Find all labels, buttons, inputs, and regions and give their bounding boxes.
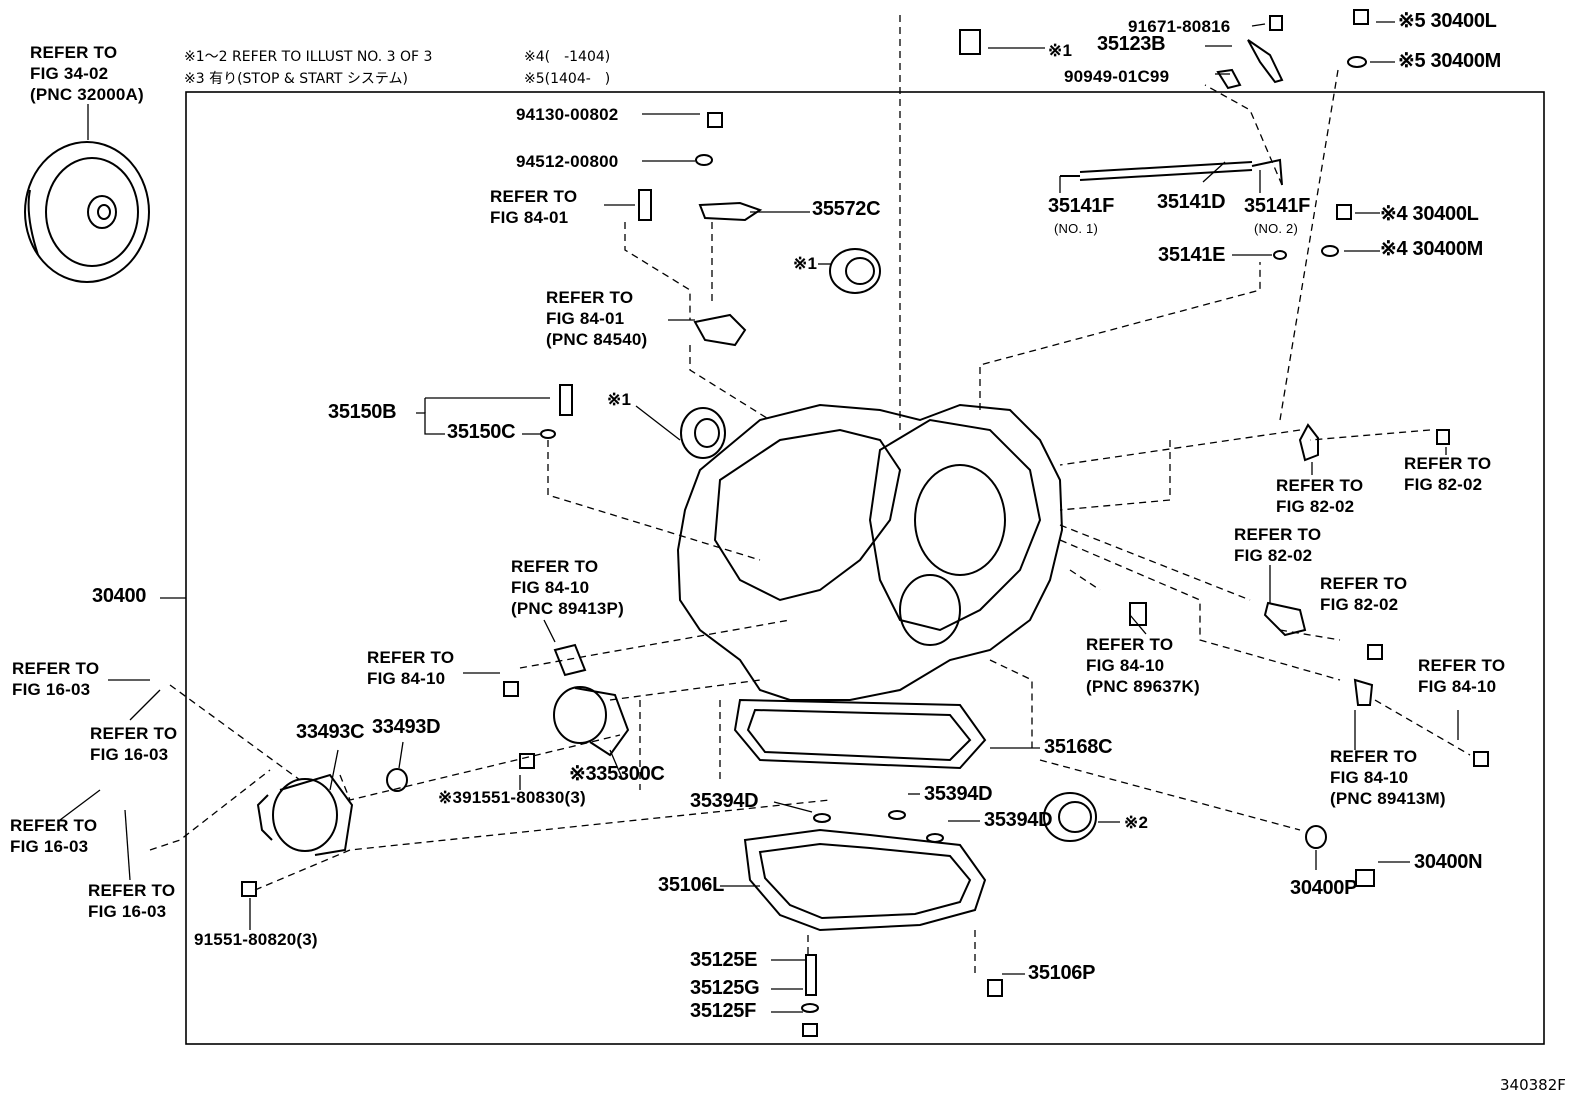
part-35168c[interactable]: 35168C: [1044, 736, 1113, 758]
part-91551-80820[interactable]: 91551-80820(3): [194, 930, 318, 949]
part-35141f-no2[interactable]: 35141F: [1244, 195, 1311, 217]
part-35572c[interactable]: 35572C: [812, 198, 881, 220]
mark-1-top: ※1: [1048, 41, 1073, 60]
torque-converter-drawing: [24, 141, 150, 283]
part-35141f-no2-sub: (NO. 2): [1254, 221, 1299, 236]
part-35141e[interactable]: 35141E: [1158, 244, 1226, 266]
ref-fig-82-02-b[interactable]: REFER TO FIG 82-02: [1404, 454, 1492, 494]
part-91671-80816[interactable]: 91671-80816: [1128, 17, 1231, 36]
ref-fig-34-02[interactable]: REFER TO FIG 34-02 (PNC 32000A): [30, 43, 144, 104]
ref-fig-84-01-a[interactable]: REFER TO FIG 84-01: [490, 187, 578, 227]
part-30400m-mark5[interactable]: ※5 30400M: [1398, 50, 1502, 72]
ref-fig-82-02-a[interactable]: REFER TO FIG 82-02: [1276, 476, 1364, 516]
ref-fig-16-03-a[interactable]: REFER TO FIG 16-03: [12, 659, 100, 699]
part-30400l-mark4[interactable]: ※4 30400L: [1380, 203, 1479, 225]
part-91551-80830[interactable]: ※391551-80830(3): [438, 788, 586, 807]
ref-fig-84-10-d[interactable]: REFER TO FIG 84-10: [1418, 656, 1506, 696]
bolts-drawing: [241, 9, 1489, 1037]
dipstick-tube-drawing: [1060, 158, 1283, 186]
part-35141f-no1[interactable]: 35141F: [1048, 195, 1115, 217]
part-35125f[interactable]: 35125F: [690, 1000, 757, 1022]
ref-fig-84-10-e[interactable]: REFER TO FIG 84-10 (PNC 89413M): [1330, 747, 1446, 808]
illustration-code: 340382F: [1500, 1076, 1566, 1094]
note-ref-illust: ※1～2 REFER TO ILLUST NO. 3 OF 3: [184, 49, 433, 65]
part-35300c[interactable]: ※335300C: [569, 763, 665, 785]
ref-fig-84-01-b[interactable]: REFER TO FIG 84-01 (PNC 84540): [546, 288, 648, 349]
part-30400l-mark5[interactable]: ※5 30400L: [1398, 10, 1497, 32]
brackets-drawing: [553, 39, 1374, 843]
part-30400p[interactable]: 30400P: [1290, 877, 1358, 899]
part-35394d-a[interactable]: 35394D: [690, 790, 759, 812]
assembly-frame: [185, 91, 1545, 1045]
note-mark5: ※5(1404- ): [524, 71, 611, 87]
ref-fig-84-10-a[interactable]: REFER TO FIG 84-10 (PNC 89413P): [511, 557, 624, 618]
mark-2: ※2: [1124, 813, 1149, 832]
part-35394d-b[interactable]: 35394D: [924, 783, 993, 805]
ref-fig-16-03-c[interactable]: REFER TO FIG 16-03: [10, 816, 98, 856]
part-90949-01c99[interactable]: 90949-01C99: [1064, 67, 1170, 86]
ref-fig-16-03-d[interactable]: REFER TO FIG 16-03: [88, 881, 176, 921]
dashed-guide-lines: [149, 15, 1471, 975]
part-35106l[interactable]: 35106L: [658, 874, 725, 896]
part-35150b[interactable]: 35150B: [328, 401, 397, 423]
ref-fig-16-03-b[interactable]: REFER TO FIG 16-03: [90, 724, 178, 764]
part-35141f-no1-sub: (NO. 1): [1054, 221, 1099, 236]
ref-fig-84-10-b[interactable]: REFER TO FIG 84-10: [367, 648, 455, 688]
mark-1-b: ※1: [607, 390, 632, 409]
part-30400m-mark4[interactable]: ※4 30400M: [1380, 238, 1484, 260]
oil-cooler-drawing: [256, 773, 354, 856]
part-35150c[interactable]: 35150C: [447, 421, 516, 443]
part-33493d[interactable]: 33493D: [372, 716, 441, 738]
seal-rings-drawing: [386, 56, 1367, 849]
part-35394d-c[interactable]: 35394D: [984, 809, 1053, 831]
part-33493c[interactable]: 33493C: [296, 721, 365, 743]
part-94130-00802[interactable]: 94130-00802: [516, 105, 619, 124]
part-35125e[interactable]: 35125E: [690, 949, 758, 971]
note-mark4: ※4( -1404): [524, 49, 611, 65]
note-stop-start: ※3 有り(STOP & START システム): [184, 71, 408, 87]
part-35125g[interactable]: 35125G: [690, 977, 760, 999]
leader-lines: [59, 21, 1459, 1013]
mark-1-a: ※1: [793, 254, 818, 273]
ref-fig-82-02-c[interactable]: REFER TO FIG 82-02: [1234, 525, 1322, 565]
oil-pan-drawing: [743, 828, 987, 932]
part-35141d[interactable]: 35141D: [1157, 191, 1226, 213]
ref-fig-82-02-d[interactable]: REFER TO FIG 82-02: [1320, 574, 1408, 614]
part-35106p[interactable]: 35106P: [1028, 962, 1096, 984]
part-30400[interactable]: 30400: [92, 585, 147, 607]
part-94512-00800[interactable]: 94512-00800: [516, 152, 619, 171]
ref-fig-84-10-c[interactable]: REFER TO FIG 84-10 (PNC 89637K): [1086, 635, 1200, 696]
part-30400n[interactable]: 30400N: [1414, 851, 1483, 873]
part-35123b[interactable]: 35123B: [1097, 33, 1166, 55]
pump-drawing: [553, 686, 630, 757]
transmission-case-drawing: [676, 403, 1064, 770]
